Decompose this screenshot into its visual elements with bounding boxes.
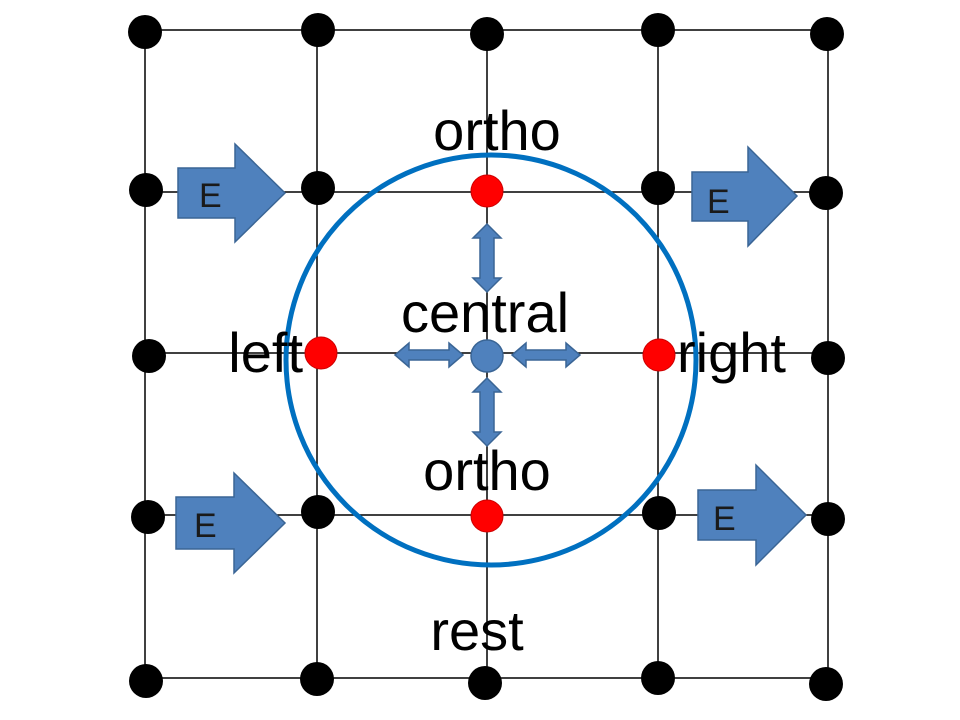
- field-arrow-top-left-icon: [177, 142, 287, 244]
- node-4-2: [468, 666, 502, 700]
- node-4-3: [641, 661, 675, 695]
- double-arrows: [393, 222, 582, 448]
- neighborhood-circle: [283, 152, 699, 568]
- label-rest: rest: [430, 599, 524, 662]
- field-label-top-right: E: [707, 183, 730, 221]
- label-ortho-top: ortho: [433, 99, 561, 162]
- field-arrow-bottom-right-icon: [697, 463, 808, 567]
- field-arrow-top-right-icon: [691, 145, 799, 248]
- double-arrow-down-icon: [471, 376, 503, 448]
- red-node-right: [642, 338, 676, 372]
- label-central: central: [401, 281, 569, 344]
- label-left: left: [228, 321, 303, 384]
- node-0-3: [641, 13, 675, 47]
- node-1-4: [809, 176, 843, 210]
- double-arrow-left-icon: [393, 341, 465, 369]
- node-3-1: [301, 495, 335, 529]
- red-node-bottom: [470, 499, 504, 533]
- node-2-4: [811, 341, 845, 375]
- field-label-bottom-left: E: [194, 507, 217, 545]
- label-ortho-bottom: ortho: [423, 439, 551, 502]
- node-1-1: [301, 171, 335, 205]
- node-0-1: [301, 13, 335, 47]
- node-2-0: [132, 339, 166, 373]
- node-4-4: [809, 667, 843, 701]
- label-right: right: [677, 321, 786, 384]
- field-arrows: [175, 142, 808, 575]
- node-4-1: [300, 662, 334, 696]
- node-3-3: [642, 496, 676, 530]
- node-1-3: [641, 171, 675, 205]
- field-label-bottom-right: E: [713, 500, 736, 538]
- black-nodes: [128, 13, 845, 701]
- node-0-4: [810, 17, 844, 51]
- field-arrow-bottom-left-icon: [175, 471, 287, 575]
- node-0-2: [470, 17, 504, 51]
- red-nodes: [304, 174, 676, 533]
- node-0-0: [128, 15, 162, 49]
- red-node-left: [304, 336, 338, 370]
- node-3-0: [131, 500, 165, 534]
- red-node-top: [470, 174, 504, 208]
- node-4-0: [129, 664, 163, 698]
- field-label-top-left: E: [199, 177, 222, 215]
- double-arrow-right-icon: [510, 341, 582, 369]
- central-node: [470, 339, 504, 373]
- double-arrow-up-icon: [471, 222, 503, 294]
- node-3-4: [811, 502, 845, 536]
- node-1-0: [129, 173, 163, 207]
